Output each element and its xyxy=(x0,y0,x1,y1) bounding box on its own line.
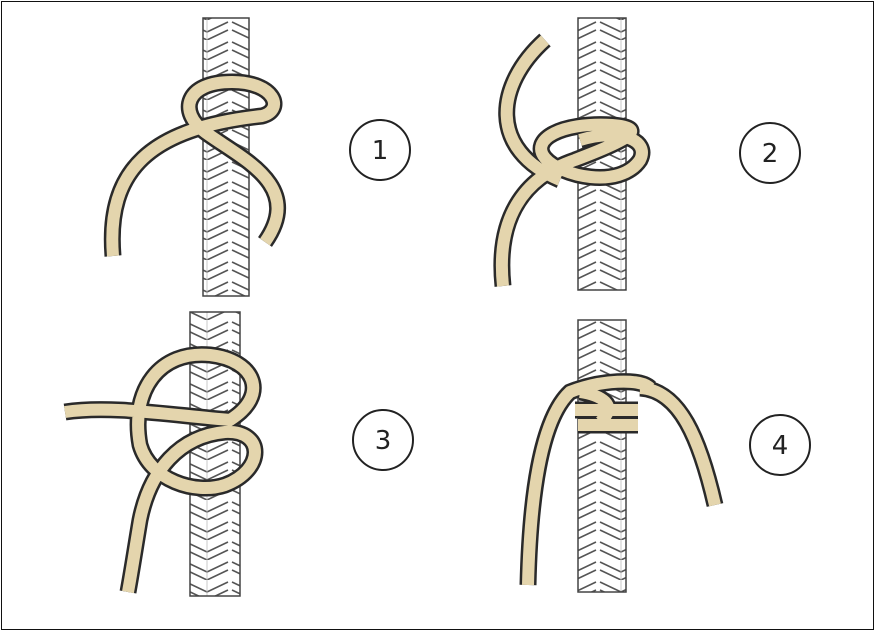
tan-cord xyxy=(63,346,264,594)
step-number-badge xyxy=(739,122,801,184)
step-3-panel: 3 xyxy=(63,311,414,597)
step-number: 3 xyxy=(375,426,392,456)
step-2-panel: 2 xyxy=(493,17,801,291)
step-number: 1 xyxy=(372,136,389,166)
step-4-panel: 4 xyxy=(519,319,811,593)
step-number-badge xyxy=(349,119,411,181)
step-number: 2 xyxy=(762,139,779,169)
tan-cord xyxy=(103,73,287,257)
step-number: 4 xyxy=(772,431,789,461)
step-1-panel: 1 xyxy=(103,17,411,297)
tan-cord xyxy=(493,33,651,287)
tan-cord xyxy=(519,373,724,586)
step-number-badge xyxy=(749,414,811,476)
step-number-badge xyxy=(352,409,414,471)
braided-rope xyxy=(577,319,627,593)
